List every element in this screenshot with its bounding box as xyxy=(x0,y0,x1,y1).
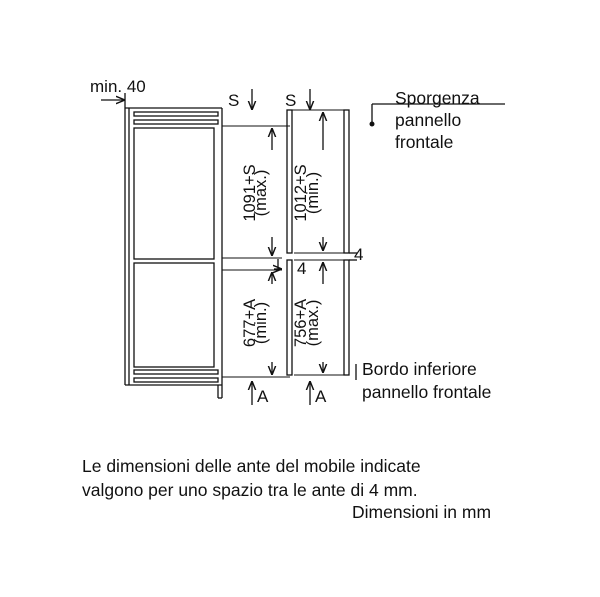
lower-min-note: (min.) xyxy=(252,302,270,344)
gap-marker-middle xyxy=(274,259,282,269)
overhang-label-line3: frontale xyxy=(395,132,453,152)
upper-min-value: 1012+S xyxy=(292,164,310,221)
caption-line-2: valgono per uno spazio tra le ante di 4 … xyxy=(82,480,418,500)
door-panels xyxy=(286,109,350,376)
lower-max-value: 756+A xyxy=(292,299,310,347)
s-arrows xyxy=(252,89,310,110)
caption-line-1: Le dimensioni delle ante del mobile indi… xyxy=(82,456,421,476)
overhang-dot xyxy=(369,121,375,127)
gap-label-right: 4 xyxy=(354,245,363,264)
s-label-left: S xyxy=(228,91,239,110)
extension-lines xyxy=(222,109,346,378)
appliance-body xyxy=(133,111,219,383)
min-clearance-arrow xyxy=(101,93,126,108)
s-label-right: S xyxy=(285,91,296,110)
a-arrows xyxy=(252,381,310,405)
upper-max-note: (max.) xyxy=(252,170,270,217)
lower-max-note: (max.) xyxy=(304,300,322,347)
a-label-right: A xyxy=(315,387,327,406)
cabinet-outline xyxy=(124,107,223,399)
bottom-edge-label-line2: pannello frontale xyxy=(362,382,491,402)
units-note: Dimensioni in mm xyxy=(352,502,492,522)
overhang-leader xyxy=(371,103,505,124)
min-clearance-label: min. 40 xyxy=(90,77,146,96)
overhang-label-line1: Sporgenza xyxy=(395,88,480,108)
gap-label-middle: 4 xyxy=(297,259,306,278)
lower-min-value: 677+A xyxy=(241,299,259,347)
upper-min-note: (min.) xyxy=(304,172,322,214)
upper-max-value: 1091+S xyxy=(241,164,259,221)
gap-marker-right xyxy=(349,252,357,261)
overhang-label-line2: pannello xyxy=(395,110,461,130)
a-label-left: A xyxy=(257,387,269,406)
bottom-edge-label-line1: Bordo inferiore xyxy=(362,359,477,379)
